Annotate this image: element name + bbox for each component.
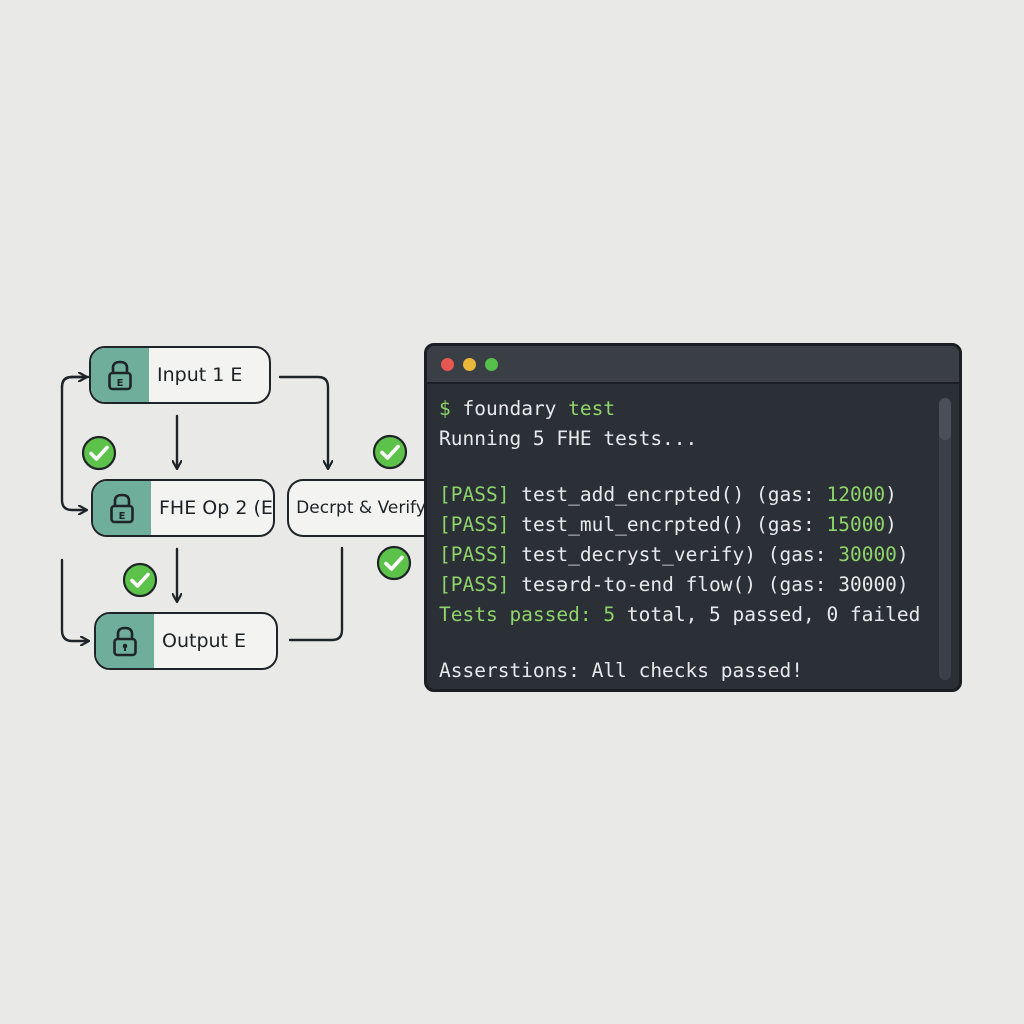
lock-icon: E: [110, 493, 134, 524]
summary-label: Tests passed:: [439, 603, 592, 626]
terminal-output: $ foundary test Running 5 FHE tests... […: [427, 384, 959, 686]
arrow-loop-to-output: [60, 558, 88, 641]
pass-tag: [PASS]: [439, 513, 510, 536]
summary-line: Tests passed: 5 total, 5 passed, 0 faile…: [439, 600, 959, 630]
lock-keyhole-icon: [113, 626, 137, 657]
blank-line: [439, 454, 959, 480]
lock-icon: E: [108, 360, 132, 391]
node-input-label: Input 1 E: [157, 364, 243, 386]
prompt-symbol: $: [439, 397, 451, 420]
gas-label: (gas:: [767, 573, 827, 596]
node-decrypt-verify-label: Decrpt & Verify: [296, 498, 426, 518]
gas-close: ): [885, 513, 897, 536]
terminal-window: $ foundary test Running 5 FHE tests... […: [424, 343, 962, 692]
scrollbar-thumb[interactable]: [939, 398, 951, 440]
result-line: [PASS] tesǝrd-to-end flow() (gas: 30000): [439, 570, 959, 600]
pass-tag: [PASS]: [439, 543, 510, 566]
test-name: test_add_encrpted(): [521, 483, 745, 506]
lock-pane: E: [91, 348, 149, 402]
result-line: [PASS] test_add_encrpted() (gas: 12000): [439, 480, 959, 510]
close-dot[interactable]: [441, 357, 454, 371]
node-input: E Input 1 E: [89, 346, 271, 404]
test-name: test_decryst_verify): [521, 543, 757, 566]
arrow-left-entry-input: [60, 377, 86, 389]
line-output-to-decrypt: [288, 546, 344, 642]
gas-label: (gas:: [756, 513, 815, 536]
pass-tag: [PASS]: [439, 573, 510, 596]
command-name: foundary: [462, 397, 557, 420]
check-icon: [122, 562, 158, 598]
summary-total: 5: [603, 603, 616, 626]
lock-letter: E: [119, 511, 126, 522]
gas-label: (gas:: [756, 483, 815, 506]
pass-tag: [PASS]: [439, 483, 510, 506]
maximize-dot[interactable]: [485, 357, 498, 371]
arrow-input-to-decrypt: [278, 375, 328, 468]
gas-value: 12000: [826, 483, 886, 506]
command-line: $ foundary test: [439, 394, 959, 424]
command-arg: test: [568, 397, 616, 420]
assertions-line: Asserstions: All checks passed!: [439, 659, 803, 682]
blank-line: [439, 630, 959, 656]
gas-close: ): [885, 483, 897, 506]
node-decrypt-verify: Decrpt & Verify: [287, 479, 433, 537]
check-icon: [376, 545, 412, 581]
gas-close: ): [896, 573, 909, 596]
node-fhe-op: E FHE Op 2 (E): [91, 479, 275, 537]
test-name: tesǝrd-to-end flow(): [521, 573, 757, 596]
lock-letter: E: [117, 378, 124, 389]
terminal-titlebar: [427, 346, 959, 384]
gas-value: 30000: [838, 573, 897, 596]
running-line: Running 5 FHE tests...: [439, 427, 698, 450]
lock-pane: E: [93, 481, 151, 535]
minimize-dot[interactable]: [463, 357, 476, 371]
gas-value: 15000: [826, 513, 886, 536]
gas-close: ): [896, 543, 909, 566]
result-line: [PASS] test_mul_encrpted() (gas: 15000): [439, 510, 959, 540]
gas-label: (gas:: [767, 543, 827, 566]
check-icon: [81, 435, 117, 471]
summary-rest: total, 5 passed, 0 failed: [626, 603, 921, 626]
lock-pane: [96, 614, 154, 668]
gas-value: 30000: [838, 543, 897, 566]
check-icon: [372, 434, 408, 470]
node-fhe-op-label: FHE Op 2 (E): [159, 497, 275, 519]
scrollbar[interactable]: [939, 398, 951, 680]
result-line: [PASS] test_decryst_verify) (gas: 30000): [439, 540, 959, 570]
node-output-label: Output E: [162, 630, 247, 652]
test-name: test_mul_encrpted(): [521, 513, 745, 536]
node-output: Output E: [94, 612, 278, 670]
